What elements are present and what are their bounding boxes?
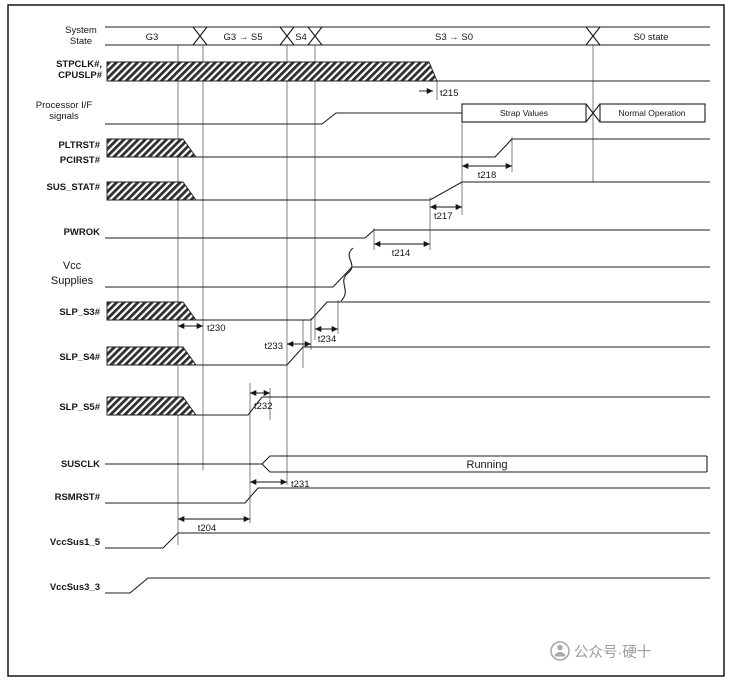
strap-values-box	[461, 103, 587, 123]
signal-row-rsmrst: RSMRST# t204	[55, 487, 710, 534]
signal-row-slp-s4: SLP_S4#	[59, 346, 710, 366]
pwrok-waveform	[105, 229, 710, 239]
guide-lines	[177, 45, 594, 545]
system-state-label-line1: System	[65, 25, 97, 36]
sus-stat-waveform	[196, 181, 710, 201]
vcc-waveform	[105, 266, 710, 288]
normal-operation-label: Normal Operation	[618, 108, 685, 118]
timing-label-t233: t233	[265, 341, 284, 352]
signal-row-pltrst-pcirst: PLTRST# PCIRST# t218	[58, 138, 710, 181]
slp-s3-active-hatch-region	[106, 301, 197, 321]
normal-operation-box	[599, 103, 706, 123]
rsmrst-waveform	[105, 487, 710, 504]
signal-label-slp-s4: SLP_S4#	[59, 352, 100, 363]
signal-label-slp-s5: SLP_S5#	[59, 402, 100, 413]
signal-label-vccsus1-5: VccSus1_5	[50, 537, 101, 548]
signal-row-vccsus1-5: VccSus1_5	[50, 532, 710, 549]
timing-label-t214: t214	[392, 248, 411, 259]
procif-crossover	[585, 103, 601, 123]
state-g3: G3	[146, 32, 159, 43]
state-crossover	[192, 26, 208, 46]
signal-label-rsmrst: RSMRST#	[55, 492, 101, 503]
slp-s3-waveform	[196, 301, 710, 321]
signal-label-procif-line2: signals	[49, 111, 79, 122]
signal-row-vcc-supplies: Vcc Supplies	[51, 247, 710, 302]
state-crossover	[585, 26, 601, 46]
signal-row-slp-s5: SLP_S5# t232	[59, 390, 710, 416]
sus-stat-active-hatch-region	[106, 181, 197, 201]
page-frame	[7, 4, 725, 677]
watermark-text: 公众号·硬十	[574, 644, 651, 661]
susclk-running-top-rail	[261, 455, 707, 465]
signal-label-pcirst: PCIRST#	[60, 155, 101, 166]
procif-waveform	[105, 112, 462, 125]
signal-label-pwrok: PWROK	[64, 227, 101, 238]
timing-label-t218: t218	[478, 170, 497, 181]
signal-row-pwrok: PWROK t214	[64, 227, 710, 259]
signal-label-pltrst: PLTRST#	[58, 140, 100, 151]
signal-row-sus-stat: SUS_STAT# t217	[47, 181, 710, 222]
timing-label-t217: t217	[434, 211, 453, 222]
state-s0: S0 state	[634, 32, 669, 43]
system-state-row: System State G3 G3 → S5 S4 S3 → S0 S0 st…	[65, 25, 710, 47]
slp-s5-waveform	[196, 396, 710, 416]
vcc-ramp-break-squiggle	[340, 247, 354, 302]
vccsus1-5-waveform	[105, 532, 710, 549]
slp-s5-active-hatch-region	[106, 396, 197, 416]
susclk-running-bottom-rail	[261, 463, 707, 473]
timing-label-t232: t232	[254, 401, 273, 412]
signal-label-vcc-line2: Supplies	[51, 275, 94, 287]
signal-row-stpclk-cpuslp: STPCLK#, CPUSLP# t215	[56, 59, 710, 99]
timing-label-t234: t234	[318, 334, 337, 345]
signal-row-susclk: SUSCLK Running t231	[61, 455, 708, 490]
signal-label-procif-line1: Processor I/F	[36, 100, 93, 111]
pltrst-waveform	[196, 138, 710, 158]
state-s3-to-s0: S3 → S0	[435, 32, 473, 43]
state-s4: S4	[295, 32, 307, 43]
susclk-running-label: Running	[467, 459, 508, 471]
timing-label-t230: t230	[207, 323, 226, 334]
state-crossover	[307, 26, 323, 46]
slp-s4-active-hatch-region	[106, 346, 197, 366]
signal-label-susclk: SUSCLK	[61, 459, 100, 470]
vccsus3-3-waveform	[105, 577, 710, 594]
system-state-label-line2: State	[70, 36, 92, 47]
signal-label-sus-stat: SUS_STAT#	[47, 182, 101, 193]
state-g3-to-s5: G3 → S5	[223, 32, 262, 43]
stpclk-active-hatch-region	[106, 61, 438, 82]
signal-label-cpuslp: CPUSLP#	[58, 70, 103, 81]
state-crossover	[279, 26, 295, 46]
signal-label-stpclk: STPCLK#,	[56, 59, 102, 70]
watermark: 公众号·硬十	[550, 641, 651, 661]
signal-row-vccsus3-3: VccSus3_3	[50, 577, 710, 594]
wechat-account-icon	[550, 641, 570, 661]
signal-row-processor-if: Processor I/F signals Strap Values Norma…	[36, 100, 706, 125]
pltrst-active-hatch-region	[106, 138, 197, 158]
timing-label-t204: t204	[198, 523, 217, 534]
slp-s4-waveform	[196, 346, 710, 366]
strap-values-label: Strap Values	[500, 108, 548, 118]
signal-row-slp-s3: SLP_S3# t230 t234 t233	[59, 301, 710, 352]
signal-label-vcc-line1: Vcc	[63, 260, 82, 272]
timing-label-t231: t231	[291, 479, 310, 490]
signal-label-vccsus3-3: VccSus3_3	[50, 582, 100, 593]
timing-label-t215: t215	[440, 88, 459, 99]
signal-label-slp-s3: SLP_S3#	[59, 307, 100, 318]
